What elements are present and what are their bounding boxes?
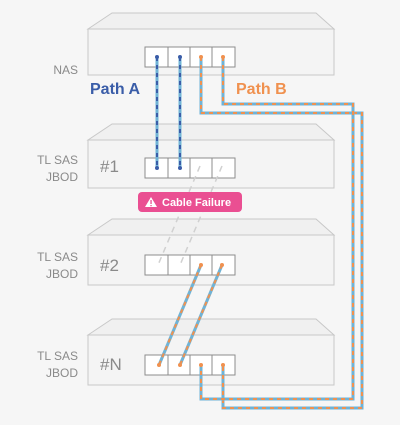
jbod2-label-line1: TL SAS [37,250,78,264]
jbodn-top-face [86,318,336,336]
jbod1-number: #1 [100,157,119,176]
cable-failure-badge-bg [138,192,242,212]
path-b-cables [157,57,364,410]
port-connector [155,55,159,59]
jbod1-label-line1: TL SAS [37,153,78,167]
failed-cable [157,165,201,266]
port-connector [178,363,182,367]
path-a-cables [155,57,182,168]
path-b-label: Path B [236,81,287,98]
jbod2-top-face [86,218,336,236]
jbod1-device [86,123,336,189]
path-b-loop-inner [199,57,355,401]
jbodn-number: #N [100,355,122,374]
nas-device [86,12,336,76]
failed-cables [157,165,223,266]
warning-icon [145,197,157,207]
path-a-label: Path A [90,81,141,98]
jbod2-label-line2: JBOD [46,267,78,281]
jbod2-front-face [87,234,335,286]
port-connector [155,166,159,170]
port-connector [178,166,182,170]
failed-cable [179,165,223,266]
cable-failure-badge: Cable Failure [138,192,242,212]
jbod2-device [86,218,336,286]
port-connector [157,363,161,367]
path-b-diagonal-dash [158,264,202,366]
nas-label: NAS [53,63,78,77]
port-connector [178,55,182,59]
port-connector [220,263,224,267]
nas-top-face [86,12,336,30]
nas-port-group [144,46,236,68]
port-connector [199,263,203,267]
jbodn-device [86,318,336,386]
jbod1-label-line2: JBOD [46,170,78,184]
port-connectors [155,55,225,367]
cable-failure-label: Cable Failure [162,197,231,209]
port-connector [221,55,225,59]
port-connector [221,363,225,367]
jbod2-number: #2 [100,256,119,275]
port-connector [199,55,203,59]
path-b-loop-outer-dash [200,57,363,409]
port-connector [199,363,203,367]
jbodn-label-line1: TL SAS [37,349,78,363]
jbodn-label-line2: JBOD [46,366,78,380]
jbod1-top-face [86,123,336,141]
path-b-diagonal-dash [179,264,223,366]
